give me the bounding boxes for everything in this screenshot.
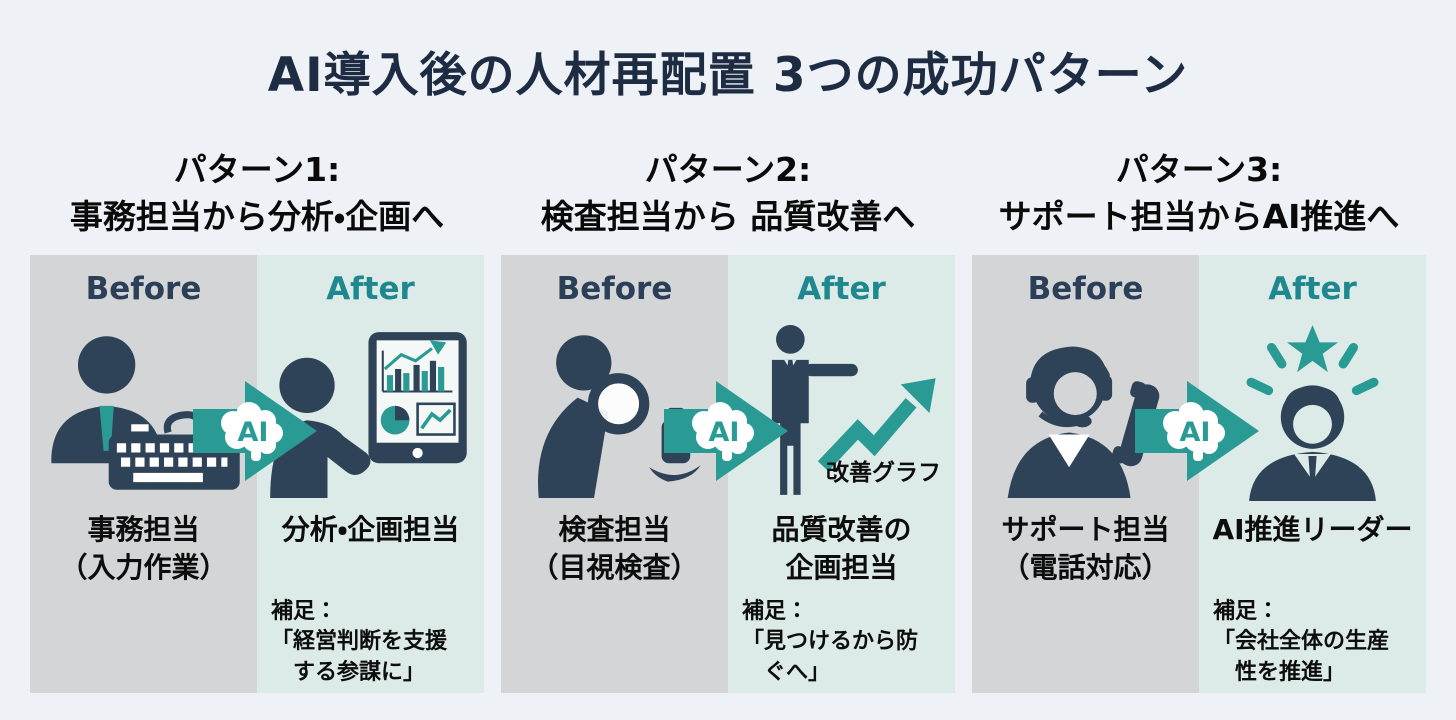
role-line: （電話対応） bbox=[1001, 551, 1170, 585]
before-label: Before bbox=[556, 271, 673, 307]
note-line: 「経営判断を支援 bbox=[271, 629, 448, 655]
pattern-3-panel: パターン3: サポート担当からAI推進へ Before bbox=[972, 147, 1426, 693]
ai-label: AI bbox=[238, 417, 269, 448]
role-line: （入力作業） bbox=[59, 551, 228, 585]
pattern-2-header-line1: パターン2: bbox=[644, 150, 812, 189]
pattern-2-header: パターン2: 検査担当から 品質改善へ bbox=[501, 147, 955, 243]
after-label: After bbox=[797, 271, 886, 307]
ai-transition-arrow-icon: AI bbox=[664, 381, 788, 481]
note-line: する参謀に」 bbox=[293, 659, 426, 685]
pattern-3-before-section: Before bbox=[972, 255, 1199, 693]
ai-transition-arrow-icon: AI bbox=[193, 381, 317, 481]
before-label: Before bbox=[1027, 271, 1144, 307]
note-line: ぐへ」 bbox=[764, 659, 831, 685]
pattern-2-after-role: 品質改善の 企画担当 bbox=[728, 511, 955, 597]
pattern-2-panel: パターン2: 検査担当から 品質改善へ Before bbox=[501, 147, 955, 693]
note-line: 「会社全体の生産 bbox=[1213, 629, 1390, 655]
ai-transition-arrow-icon: AI bbox=[1135, 381, 1259, 481]
note-line: 「見つけるから防 bbox=[742, 629, 919, 655]
role-line: （目視検査） bbox=[530, 551, 699, 585]
role-line: 企画担当 bbox=[785, 551, 898, 585]
note-line: 補足： bbox=[271, 599, 338, 624]
pattern-1-header: パターン1: 事務担当から分析・企画へ bbox=[30, 147, 484, 243]
pattern-1-after-section: After bbox=[257, 255, 484, 693]
after-label: After bbox=[326, 271, 415, 307]
page-title: AI導入後の人材再配置 3つの成功パターン bbox=[267, 48, 1189, 103]
role-line: 分析・企画担当 bbox=[281, 513, 460, 546]
pattern-3-after-section: After bbox=[1199, 255, 1426, 693]
pattern-3-after-note: 補足： 「会社全体の生産 性を推進」 bbox=[1199, 597, 1426, 688]
pattern-3-header-line2: サポート担当からAI推進へ bbox=[998, 196, 1400, 236]
note-line: 補足： bbox=[742, 599, 809, 624]
ai-label: AI bbox=[1180, 417, 1211, 448]
pattern-1-after-note: 補足： 「経営判断を支援 する参謀に」 bbox=[257, 597, 484, 688]
pattern-3-card: Before bbox=[972, 255, 1426, 693]
role-line: サポート担当 bbox=[1001, 513, 1170, 546]
pattern-2-before-role: 検査担当 （目視検査） bbox=[501, 511, 728, 597]
role-line: 品質改善の bbox=[771, 513, 912, 546]
ai-leader-star-icon bbox=[1246, 325, 1379, 501]
note-line: 補足： bbox=[1213, 599, 1280, 624]
before-label: Before bbox=[85, 271, 202, 307]
analyst-tablet-icon bbox=[270, 332, 467, 498]
pattern-2-before-section: Before 検査担当 bbox=[501, 255, 728, 693]
role-line: 検査担当 bbox=[558, 513, 671, 546]
improvement-graph-icon bbox=[771, 325, 936, 495]
after-label: After bbox=[1268, 271, 1357, 307]
pattern-2-header-line2: 検査担当から 品質改善へ bbox=[540, 196, 916, 236]
pattern-1-before-section: Before bbox=[30, 255, 257, 693]
pattern-3-header: パターン3: サポート担当からAI推進へ bbox=[972, 147, 1426, 243]
pattern-2-after-note: 補足： 「見つけるから防 ぐへ」 bbox=[728, 597, 955, 688]
pattern-1-card: Before bbox=[30, 255, 484, 693]
pattern-1-panel: パターン1: 事務担当から分析・企画へ Before bbox=[30, 147, 484, 693]
patterns-row: パターン1: 事務担当から分析・企画へ Before bbox=[0, 147, 1456, 693]
pattern-1-before-role: 事務担当 （入力作業） bbox=[30, 511, 257, 597]
note-line: 性を推進」 bbox=[1235, 659, 1346, 685]
pattern-1-header-line1: パターン1: bbox=[173, 150, 341, 189]
role-line: 事務担当 bbox=[87, 513, 200, 546]
pattern-3-before-role: サポート担当 （電話対応） bbox=[972, 511, 1199, 597]
ai-label: AI bbox=[709, 417, 740, 448]
role-line: AI推進リーダー bbox=[1212, 513, 1413, 546]
pattern-2-card: Before 検査担当 bbox=[501, 255, 955, 693]
pattern-1-after-role: 分析・企画担当 bbox=[257, 511, 484, 597]
support-operator-icon bbox=[1007, 346, 1160, 498]
pattern-1-header-line2: 事務担当から分析・企画へ bbox=[69, 196, 445, 236]
pattern-2-after-section: After 品質改善の bbox=[728, 255, 955, 693]
pattern-3-header-line1: パターン3: bbox=[1115, 150, 1283, 189]
pattern-2-graph-annotation: 改善グラフ bbox=[826, 460, 941, 486]
pattern-3-after-role: AI推進リーダー bbox=[1199, 511, 1426, 597]
